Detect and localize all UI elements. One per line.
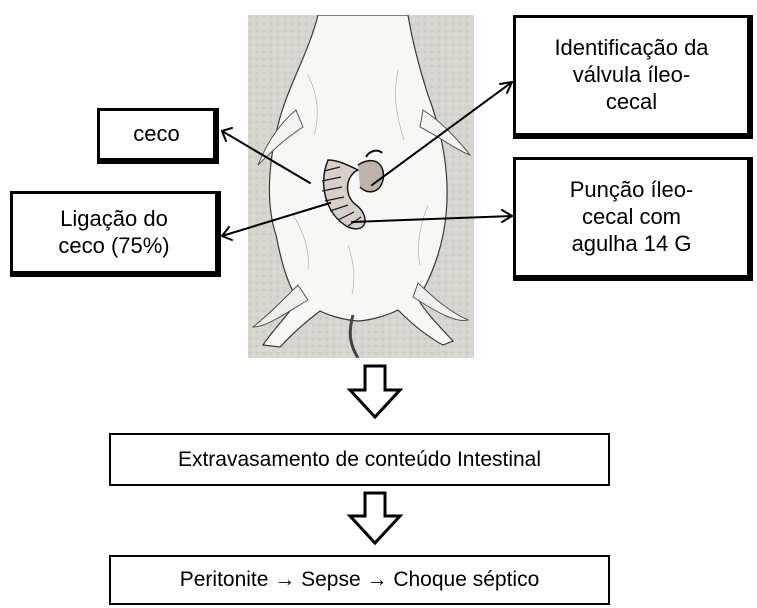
identificacao-label-line3: cecal <box>606 89 657 114</box>
ligacao-arrowhead <box>222 227 232 240</box>
desfecho-label: Peritonite → Sepse → Choque séptico <box>180 567 540 593</box>
puncao-box: Punção íleo- cecal com agulha 14 G <box>513 157 753 281</box>
identificacao-box: Identificação da válvula íleo- cecal <box>513 15 753 139</box>
ligacao-label-line2: ceco (75%) <box>58 233 169 258</box>
ligacao-box: Ligação do ceco (75%) <box>10 191 221 277</box>
puncao-label-line2: cecal com <box>582 204 681 229</box>
desfecho-box: Peritonite → Sepse → Choque séptico <box>109 555 610 605</box>
puncao-arrowhead <box>502 210 512 222</box>
rat-illustration <box>248 15 474 358</box>
rat-photo <box>248 15 474 358</box>
flow-arrow-1 <box>350 366 400 417</box>
flow-arrow-2 <box>350 493 400 543</box>
extravasamento-box: Extravasamento de conteúdo Intestinal <box>109 433 610 486</box>
puncao-label-line3: agulha 14 G <box>572 231 692 256</box>
ceco-label: ceco <box>133 121 179 148</box>
ceco-box: ceco <box>97 108 219 164</box>
ceco-arrowhead <box>222 128 232 141</box>
puncao-label-line1: Punção íleo- <box>570 177 694 202</box>
ligacao-label-line1: Ligação do <box>60 206 168 231</box>
identificacao-label-line2: válvula íleo- <box>573 62 690 87</box>
identificacao-label-line1: Identificação da <box>554 35 708 60</box>
extravasamento-label: Extravasamento de conteúdo Intestinal <box>178 447 541 473</box>
identificacao-arrowhead <box>500 82 512 93</box>
